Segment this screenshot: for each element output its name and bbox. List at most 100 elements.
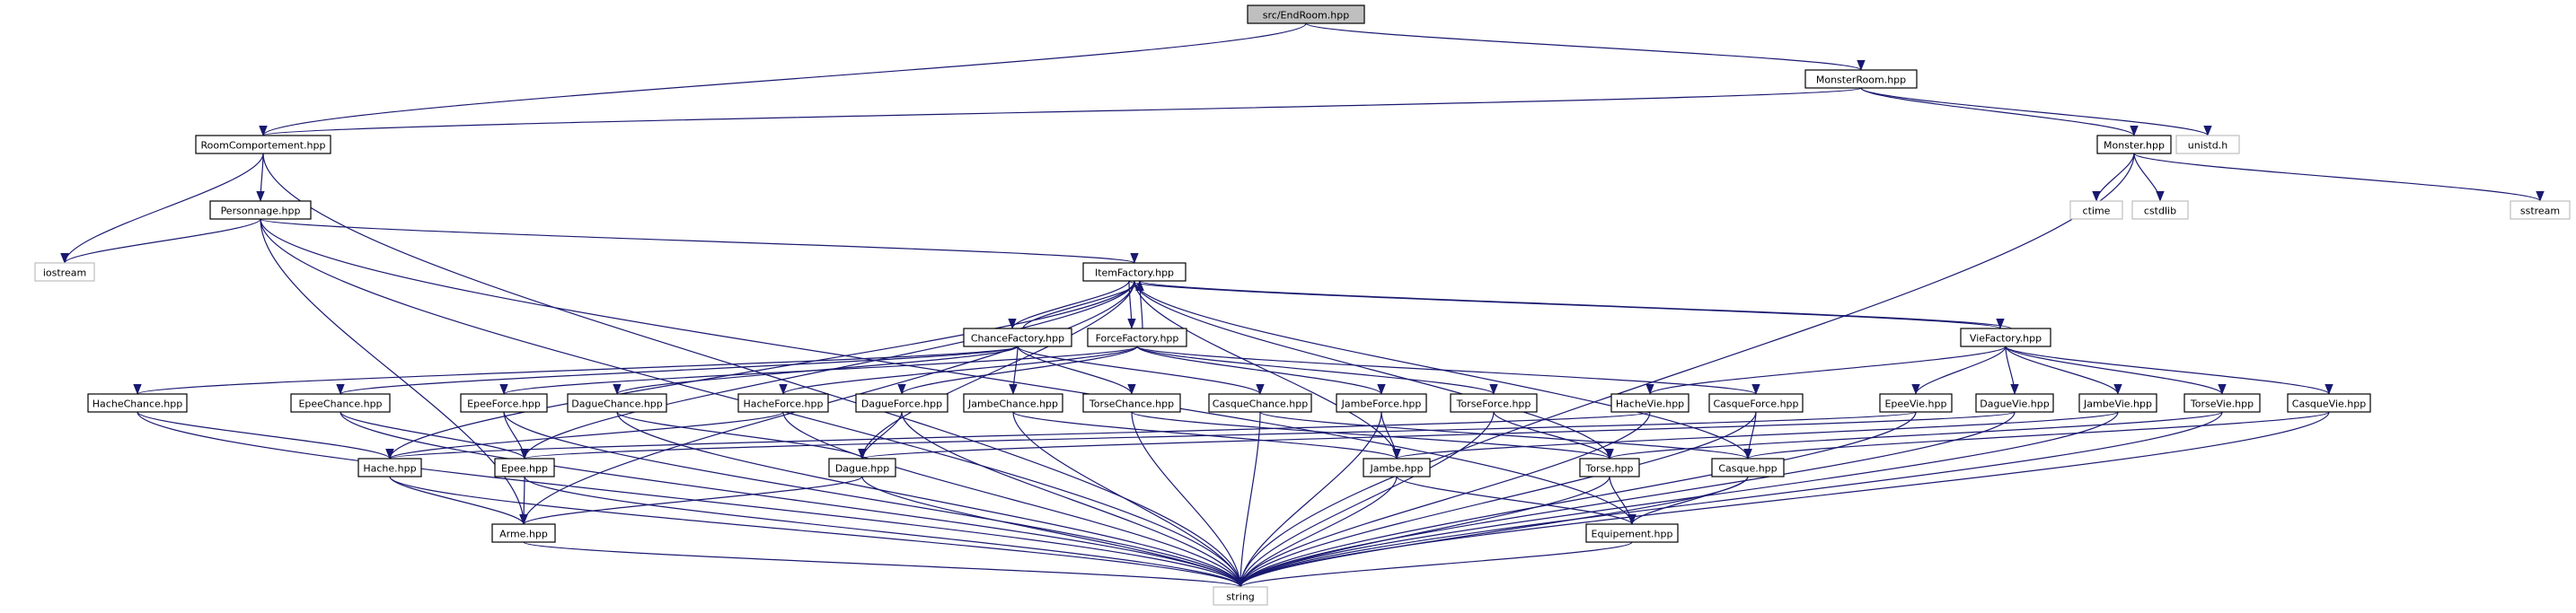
node-torsevie[interactable]: TorseVie.hpp — [2183, 393, 2261, 413]
node-label-sstream: sstream — [2520, 206, 2560, 217]
edge-hachechance-to-hache — [137, 411, 390, 460]
node-box-casqueforce — [1708, 393, 1804, 413]
node-sstream: sstream — [2510, 200, 2571, 220]
edge-torsevie-to-torse — [1610, 411, 2223, 460]
edge-dague-to-string — [861, 476, 1240, 588]
node-itemfactory[interactable]: ItemFactory.hpp — [1082, 262, 1187, 282]
node-label-jambeforce: JambeForce.hpp — [1341, 398, 1422, 410]
node-jambeforce[interactable]: JambeForce.hpp — [1336, 393, 1427, 413]
node-equipement[interactable]: Equipement.hpp — [1585, 523, 1679, 543]
node-chancefactory[interactable]: ChanceFactory.hpp — [963, 328, 1072, 347]
edge-itemfactory-to-dague — [862, 280, 1135, 459]
node-label-daguevie: DagueVie.hpp — [1980, 398, 2049, 410]
node-box-epee — [494, 458, 555, 477]
edge-viefactory-to-hachevie — [1650, 346, 2007, 395]
node-casquevie[interactable]: CasqueVie.hpp — [2287, 393, 2371, 413]
node-label-epeechance: EpeeChance.hpp — [298, 398, 382, 410]
node-box-daguechance — [567, 393, 667, 413]
node-box-casque — [1711, 458, 1785, 477]
edge-daguevie-to-string — [1240, 411, 2016, 587]
node-cstdlib: cstdlib — [2131, 200, 2189, 220]
node-personnage[interactable]: Personnage.hpp — [209, 200, 312, 220]
edge-viefactory-to-daguevie — [2005, 346, 2015, 394]
node-jambechance[interactable]: JambeChance.hpp — [963, 393, 1063, 413]
node-label-jambe: Jambe.hpp — [1370, 463, 1424, 475]
edge-casque-to-string — [1240, 476, 1749, 588]
node-box-arme — [491, 523, 556, 543]
edge-casquevie-to-casque — [1748, 411, 2330, 460]
edge-hachevie-to-string — [1240, 411, 1651, 587]
node-endroom[interactable]: src/EndRoom.hpp — [1247, 4, 1365, 24]
node-torse[interactable]: Torse.hpp — [1579, 458, 1640, 477]
edge-monster-to-cstdlib — [2133, 153, 2160, 202]
node-box-monsterroom — [1804, 69, 1918, 89]
node-casqueforce[interactable]: CasqueForce.hpp — [1708, 393, 1804, 413]
node-casquechance[interactable]: CasqueChance.hpp — [1208, 393, 1312, 413]
node-label-jambechance: JambeChance.hpp — [967, 398, 1058, 410]
node-box-equipement — [1585, 523, 1679, 543]
node-epeevie[interactable]: EpeeVie.hpp — [1879, 393, 1953, 413]
node-label-arme: Arme.hpp — [499, 529, 548, 540]
node-hache[interactable]: Hache.hpp — [357, 458, 422, 477]
node-hachechance[interactable]: HacheChance.hpp — [87, 393, 188, 413]
node-box-hachechance — [87, 393, 188, 413]
node-box-epeevie — [1879, 393, 1953, 413]
node-label-hachevie: HacheVie.hpp — [1616, 398, 1684, 410]
node-epee[interactable]: Epee.hpp — [494, 458, 555, 477]
node-label-daguechance: DagueChance.hpp — [571, 398, 663, 410]
node-hachevie[interactable]: HacheVie.hpp — [1610, 393, 1689, 413]
node-box-hachevie — [1610, 393, 1689, 413]
node-label-forcefactory: ForceFactory.hpp — [1096, 333, 1179, 345]
node-box-torsevie — [2183, 393, 2261, 413]
node-string: string — [1213, 586, 1268, 606]
node-daguevie[interactable]: DagueVie.hpp — [1975, 393, 2054, 413]
node-arme[interactable]: Arme.hpp — [491, 523, 556, 543]
node-jambevie[interactable]: JambeVie.hpp — [2078, 393, 2157, 413]
node-box-daguevie — [1975, 393, 2054, 413]
edge-chancefactory-to-itemfactory — [1022, 280, 1140, 329]
node-box-personnage — [209, 200, 312, 220]
node-viefactory[interactable]: VieFactory.hpp — [1960, 328, 2051, 347]
node-epeechance[interactable]: EpeeChance.hpp — [290, 393, 391, 413]
edge-torse-to-string — [1240, 476, 1610, 588]
edge-endroom-to-roomcomp — [263, 22, 1307, 136]
node-hacheforce[interactable]: HacheForce.hpp — [737, 393, 829, 413]
node-jambe[interactable]: Jambe.hpp — [1363, 458, 1431, 477]
node-box-roomcomp — [195, 135, 331, 154]
node-box-jambechance — [963, 393, 1063, 413]
node-box-casquevie — [2287, 393, 2371, 413]
node-box-string — [1213, 586, 1268, 606]
node-monsterroom[interactable]: MonsterRoom.hpp — [1804, 69, 1918, 89]
edge-torseforce-to-string — [1240, 411, 1495, 587]
node-dagueforce[interactable]: DagueForce.hpp — [855, 393, 948, 413]
edge-personnage-to-itemfactory — [260, 218, 1134, 264]
edge-itemfactory-to-chancefactory — [1012, 280, 1130, 329]
node-daguechance[interactable]: DagueChance.hpp — [567, 393, 667, 413]
node-label-torsevie: TorseVie.hpp — [2190, 398, 2254, 410]
node-label-string: string — [1226, 591, 1255, 603]
node-forcefactory[interactable]: ForceFactory.hpp — [1087, 328, 1187, 347]
edge-chancefactory-to-hachechance — [137, 346, 1019, 395]
edge-casquevie-to-string — [1240, 411, 2330, 588]
edge-jambevie-to-string — [1240, 411, 2119, 587]
node-monster[interactable]: Monster.hpp — [2096, 135, 2172, 154]
node-dague[interactable]: Dague.hpp — [828, 458, 896, 477]
node-roomcomp[interactable]: RoomComportement.hpp — [195, 135, 331, 154]
edge-itemfactory-to-forcefactory — [1129, 280, 1132, 328]
node-torseforce[interactable]: TorseForce.hpp — [1450, 393, 1538, 413]
edge-hache-to-string — [389, 476, 1240, 588]
edge-chancefactory-to-jambechance — [1013, 346, 1019, 394]
edge-daguechance-to-dague — [616, 411, 862, 460]
edge-roomcomp-to-iostream — [65, 153, 264, 264]
node-torsechance[interactable]: TorseChance.hpp — [1082, 393, 1181, 413]
node-label-itemfactory: ItemFactory.hpp — [1095, 267, 1174, 279]
node-label-iostream: iostream — [43, 267, 86, 279]
node-casque[interactable]: Casque.hpp — [1711, 458, 1785, 477]
edge-endroom-to-monsterroom — [1305, 22, 1861, 71]
node-epeeforce[interactable]: EpeeForce.hpp — [460, 393, 548, 413]
node-label-casquechance: CasqueChance.hpp — [1213, 398, 1309, 410]
node-label-dague: Dague.hpp — [835, 463, 889, 475]
edge-chancefactory-to-epeechance — [340, 346, 1019, 395]
edge-hache-to-arme — [389, 476, 524, 525]
